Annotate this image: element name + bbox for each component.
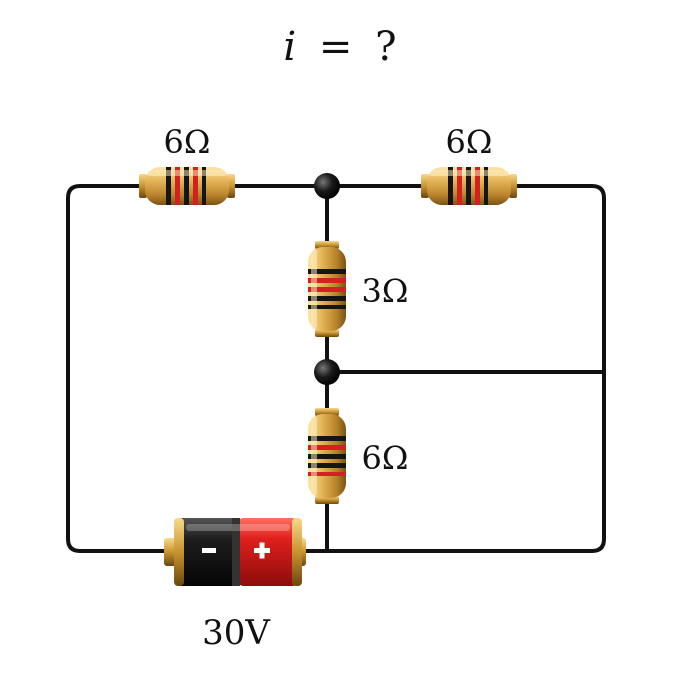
resistor-middle-lower: [308, 408, 346, 504]
junction-node-middle: [314, 359, 340, 385]
battery-positive-symbol-v: [259, 542, 265, 559]
resistor-top-left-label: 6Ω: [164, 123, 211, 161]
resistor-middle-upper: [308, 241, 346, 337]
battery: [164, 518, 306, 586]
resistor-middle-upper-label: 3Ω: [362, 272, 409, 310]
resistor-top-right-label: 6Ω: [446, 123, 493, 161]
question-unknown: ?: [375, 24, 396, 70]
junction-node-top: [314, 173, 340, 199]
battery-negative-symbol: [202, 548, 216, 553]
question-equals: =: [319, 24, 353, 70]
resistor-top-right: [421, 167, 517, 205]
resistor-middle-lower-label: 6Ω: [362, 439, 409, 477]
resistor-top-left: [139, 167, 235, 205]
question-variable: i: [283, 24, 296, 70]
question-title: i = ?: [283, 24, 396, 70]
battery-voltage-label: 30V: [202, 613, 271, 653]
